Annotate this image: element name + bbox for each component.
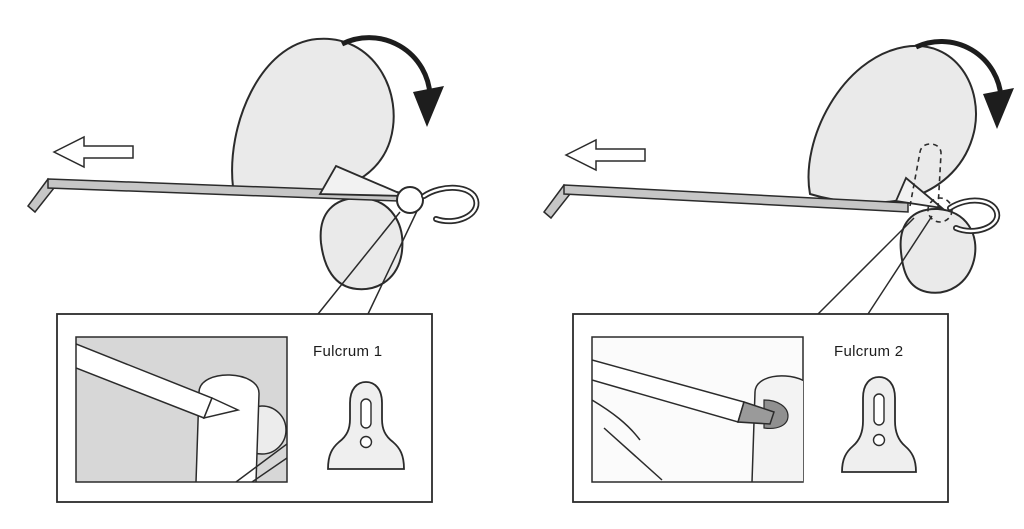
illustration-fulcrum-2 — [542, 38, 1014, 503]
detail-edge-line — [592, 399, 641, 441]
pivot-ball — [396, 186, 424, 214]
wire-hook-icon — [421, 184, 480, 225]
lever-body — [807, 44, 977, 204]
pull-direction-arrow-icon — [564, 138, 646, 172]
fulcrum-2-label: Fulcrum 2 — [834, 343, 904, 360]
rotation-arrow-icon — [914, 38, 1014, 129]
pull-direction-arrow-icon — [52, 135, 134, 169]
detail-edge-line — [251, 457, 287, 482]
panel-fulcrum-2: Fulcrum 2 — [512, 0, 1024, 529]
callout-lines — [317, 210, 418, 315]
detail-edge-line — [603, 427, 663, 481]
panel-fulcrum-1: Fulcrum 1 — [26, 35, 480, 503]
wrench-tip-detail — [202, 396, 241, 420]
lever-tab — [894, 176, 946, 210]
lever-body — [231, 37, 395, 195]
hex-wrench — [542, 183, 909, 220]
detail-inset — [75, 336, 288, 483]
lever-tab — [318, 164, 407, 197]
wrench-tip-detail — [737, 401, 775, 425]
fulcrum-bracket-icon — [841, 376, 917, 473]
detail-edge-line — [235, 443, 287, 482]
rotation-arrow-icon — [340, 35, 444, 127]
wire-hook-icon — [947, 197, 1001, 234]
lever-body-lower — [319, 196, 404, 291]
detail-inset — [591, 336, 804, 483]
illustration-fulcrum-1 — [26, 35, 480, 503]
fulcrum-1-label: Fulcrum 1 — [313, 343, 383, 360]
fulcrum-bracket-icon — [327, 381, 405, 470]
fulcrum-bracket-detail — [195, 374, 260, 482]
callout-lines — [817, 215, 933, 315]
